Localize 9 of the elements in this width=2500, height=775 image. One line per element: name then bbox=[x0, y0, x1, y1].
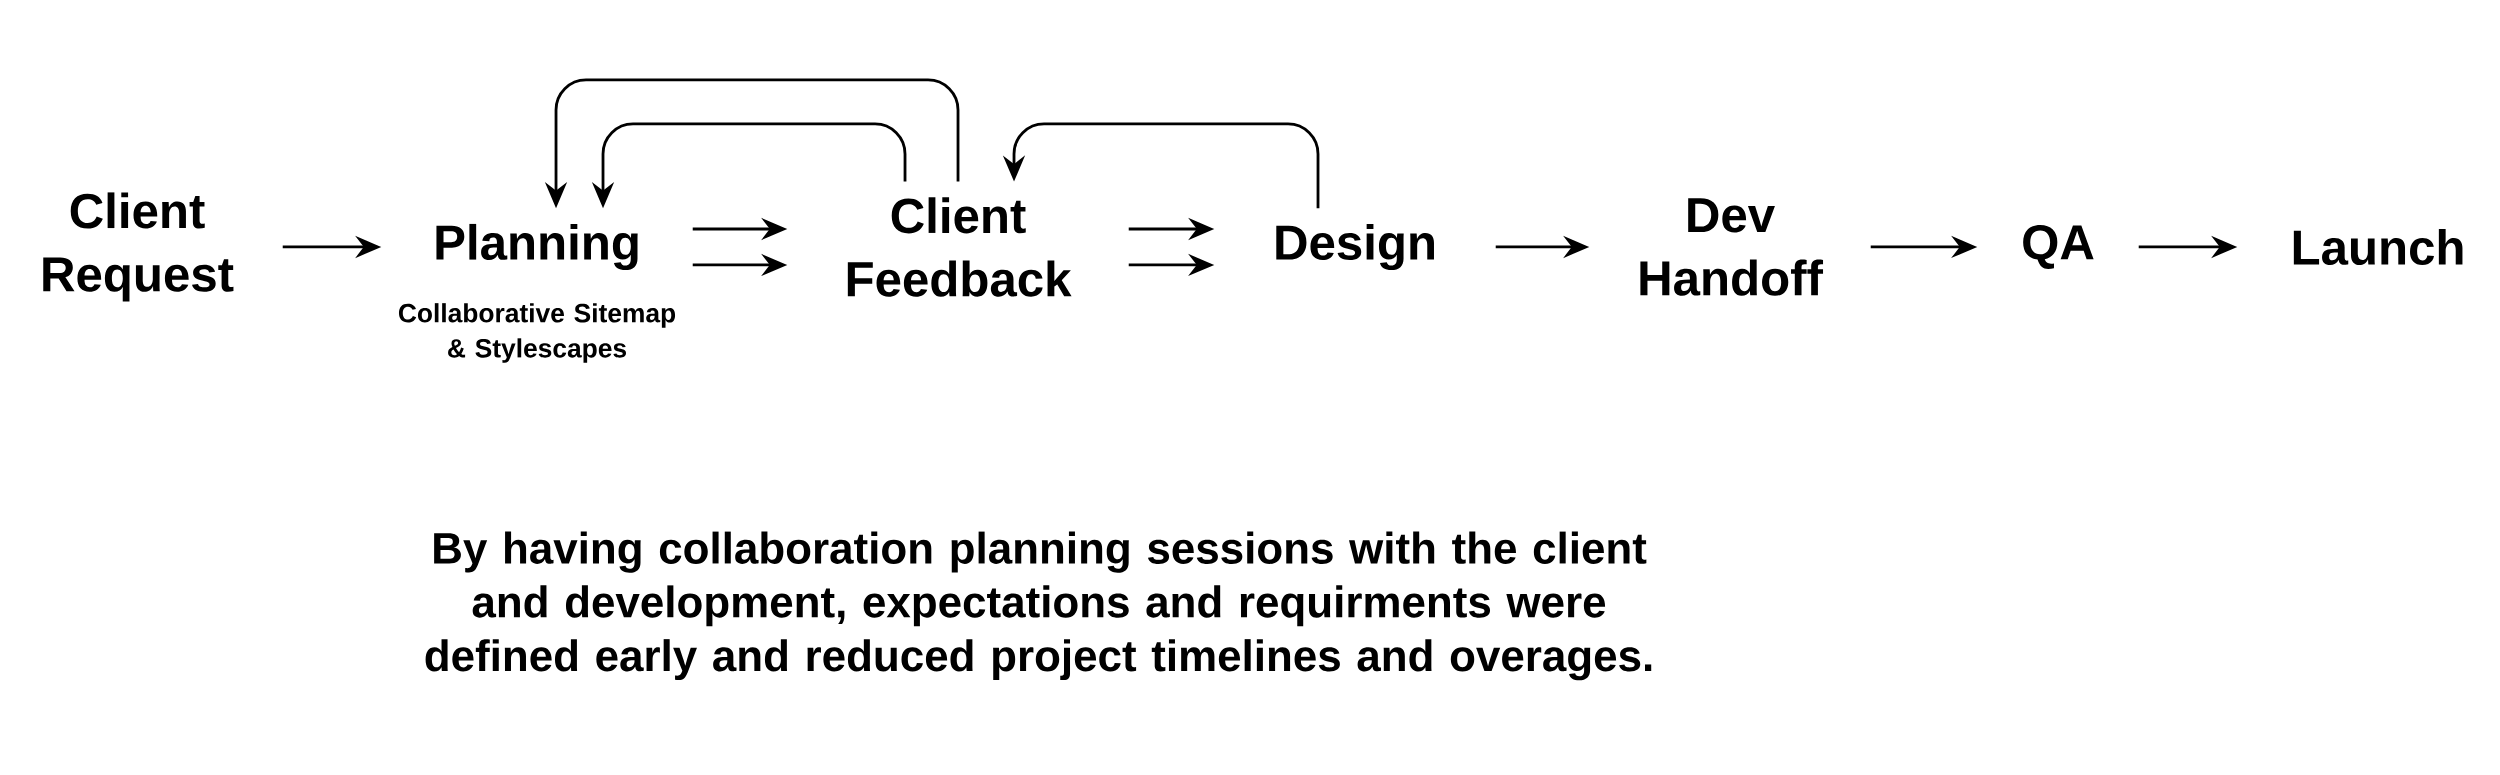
step-label: Client Feedback bbox=[847, 197, 1072, 297]
step-caption: Collaborative Sitemap & Stylescapes bbox=[398, 303, 676, 363]
step-label: Launch bbox=[2293, 228, 2463, 266]
step-label: Design bbox=[1276, 223, 1434, 270]
step-label: Dev Handoff bbox=[1640, 198, 1824, 296]
step-label: Planning bbox=[436, 223, 638, 270]
step-label: QA bbox=[2023, 224, 2094, 270]
caption: By having collaboration planning sessions with the client and development, expectations and requirments were defined early and reduced project timelines and overages. bbox=[425, 531, 1652, 681]
step-label: Client Request bbox=[43, 192, 234, 302]
